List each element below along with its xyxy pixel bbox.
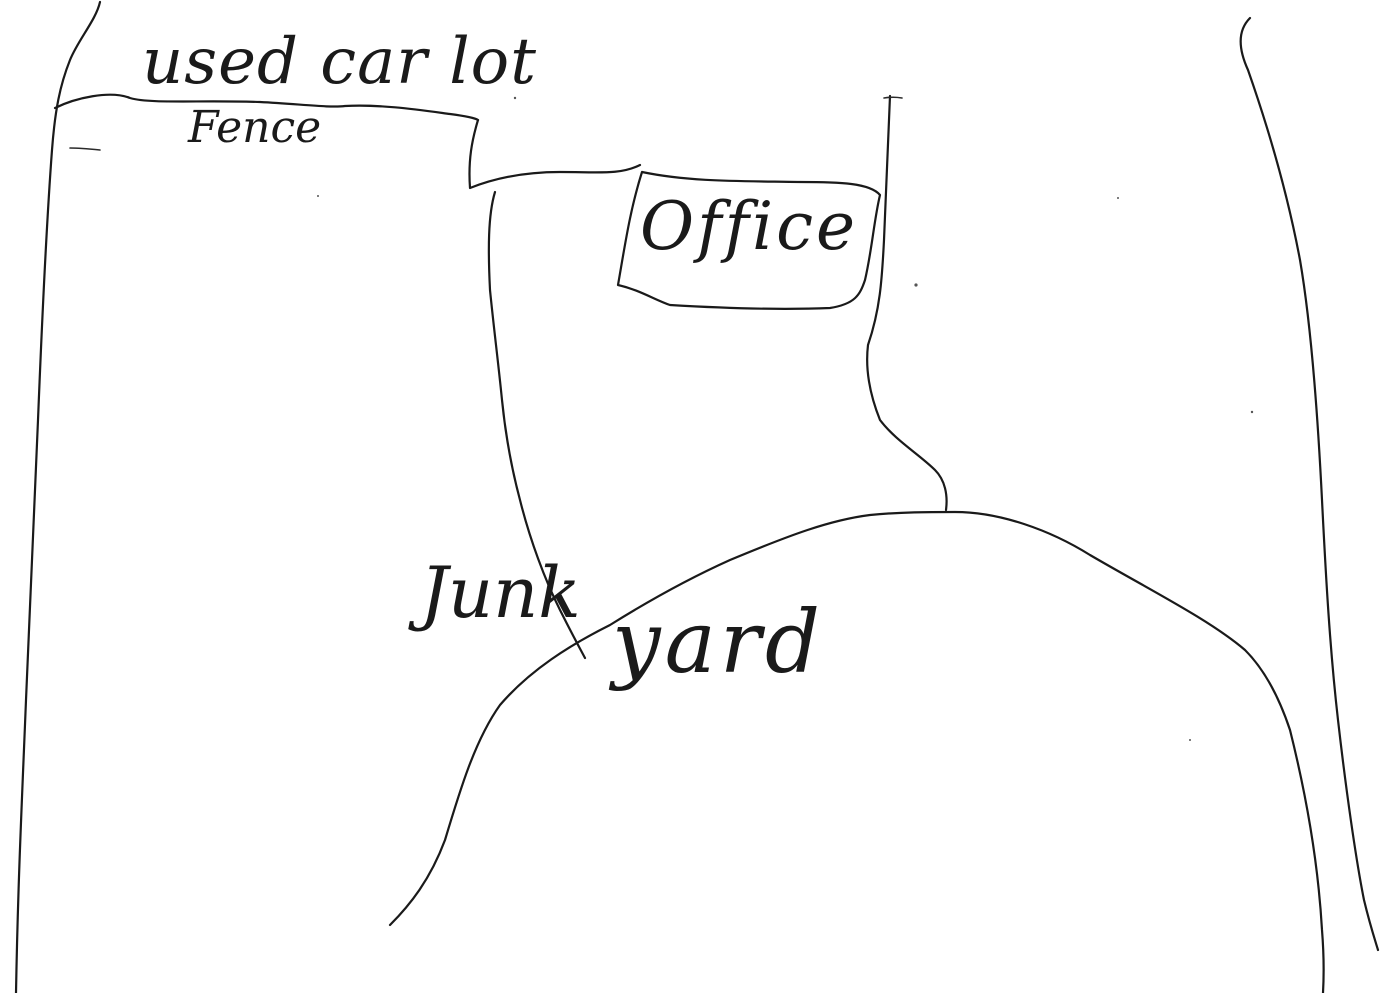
fence-line [53,93,480,122]
fence-tick-mark [69,147,101,151]
office-label: Office [640,188,859,265]
speck-mark [1250,410,1254,414]
property-top-tick [883,96,903,99]
office-outline [616,170,882,310]
fence-connector [468,118,642,190]
junk-label: Junk [420,552,581,634]
left-boundary-line [14,0,102,993]
speck-mark [513,96,517,100]
speck-mark [317,195,319,197]
used-car-lot-label: used car lot [142,25,537,99]
yard-label: yard [612,593,825,693]
property-outline [487,190,587,660]
speck-mark [1117,197,1119,199]
junkyard-boundary [388,510,1325,993]
fence-label: Fence [188,102,322,153]
speck-mark [914,283,918,287]
speck-mark [1189,739,1191,741]
property-outline-right [866,94,948,512]
right-boundary-line [1239,16,1380,952]
